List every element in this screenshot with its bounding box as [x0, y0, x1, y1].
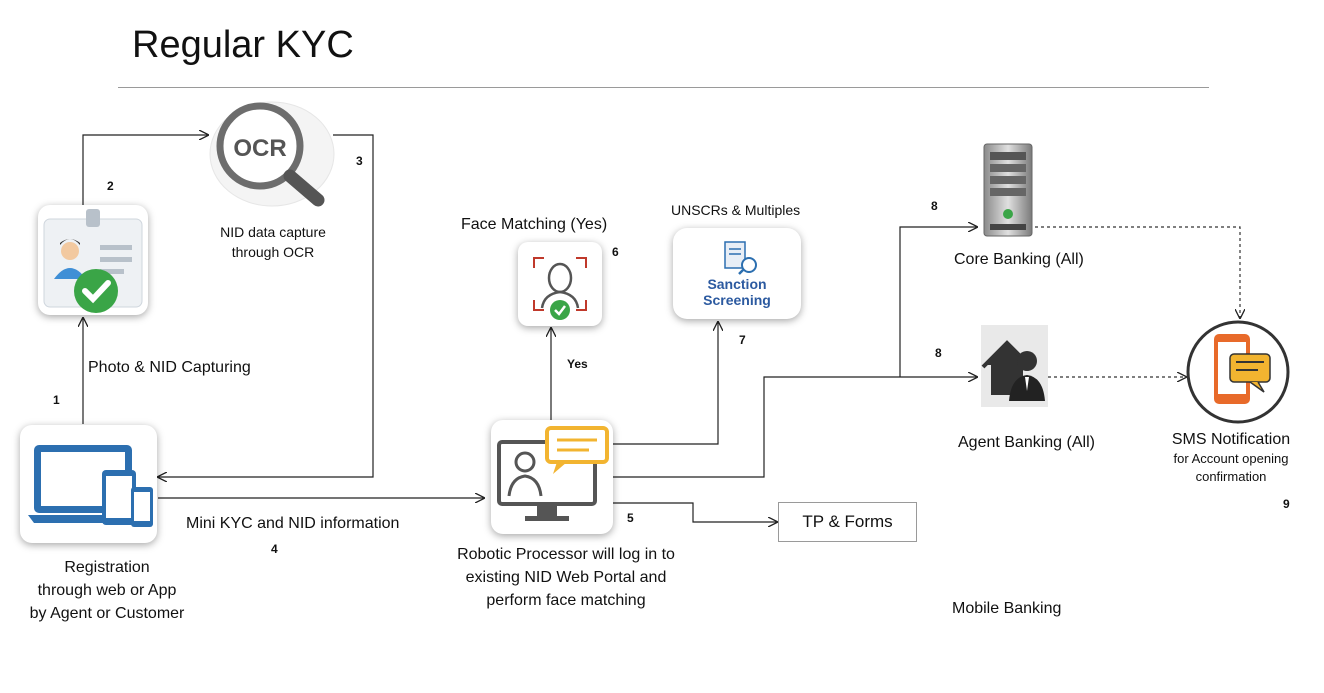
robotic-line1: Robotic Processor will log in to	[457, 546, 675, 563]
agent-banking-node	[981, 325, 1048, 407]
sms-notification-node	[1186, 320, 1290, 424]
title-divider	[118, 87, 1209, 88]
face-matching-node	[518, 242, 602, 326]
edge-photo-ocr	[82, 135, 208, 205]
edge-robotic-sanction	[613, 322, 718, 445]
edge-to-core-banking	[899, 227, 977, 377]
step-8-core: 8	[931, 199, 938, 213]
document-search-icon	[724, 241, 757, 275]
agent-banking-label: Agent Banking (All)	[958, 434, 1095, 451]
edge-ocr-registration	[158, 134, 374, 477]
face-matching-label: Face Matching (Yes)	[461, 216, 608, 233]
step-4: 4	[271, 542, 278, 556]
photo-nid-label: Photo & NID Capturing	[88, 359, 251, 376]
sms-line2: for Account opening	[1173, 451, 1289, 466]
robotic-line2: existing NID Web Portal and	[465, 569, 667, 586]
mini-kyc-edge-label: Mini KYC and NID information	[186, 515, 400, 532]
phone-message-icon	[1186, 320, 1290, 424]
page-title: Regular KYC	[132, 24, 354, 66]
ocr-label: NID data capture through OCR	[198, 222, 348, 262]
edge-robotic-tp	[607, 502, 777, 522]
sms-line1: SMS Notification	[1171, 431, 1291, 448]
sanction-line2: Screening	[703, 292, 771, 308]
agent-house-icon	[981, 340, 1045, 401]
tp-forms-box: TP & Forms	[778, 502, 917, 542]
server-icon	[983, 143, 1033, 237]
core-banking-label: Core Banking (All)	[954, 251, 1084, 268]
registration-line3: by Agent or Customer	[29, 605, 185, 622]
step-6: 6	[612, 245, 619, 259]
step-8-agent: 8	[935, 346, 942, 360]
mobile-banking-label: Mobile Banking	[952, 600, 1062, 617]
edge-core-sms	[1035, 226, 1240, 318]
registration-label: Registration through web or App by Agent…	[12, 556, 202, 625]
edge-robotic-banking	[613, 377, 977, 478]
ocr-icon-text: OCR	[233, 135, 286, 162]
photo-nid-node	[38, 205, 148, 315]
registration-line2: through web or App	[37, 582, 177, 599]
sms-line3: confirmation	[1195, 469, 1267, 484]
ocr-line1: NID data capture	[220, 224, 326, 240]
ocr-line2: through OCR	[231, 244, 315, 260]
sanction-screening-node: Sanction Screening	[673, 228, 801, 319]
sanction-text: Sanction Screening	[673, 276, 801, 308]
ocr-magnifier-icon: OCR	[209, 101, 335, 207]
id-card-check-icon	[43, 209, 143, 313]
step-2: 2	[107, 179, 114, 193]
face-scan-icon	[533, 257, 587, 320]
step-9: 9	[1283, 497, 1290, 511]
registration-node	[20, 425, 157, 543]
sanction-line1: Sanction	[707, 276, 767, 292]
ocr-node: OCR	[208, 100, 336, 215]
core-banking-node	[980, 142, 1036, 238]
robotic-label: Robotic Processor will log in to existin…	[436, 543, 696, 612]
monitor-chat-icon	[497, 426, 609, 521]
step-5: 5	[627, 511, 634, 525]
registration-line1: Registration	[64, 559, 150, 576]
robotic-line3: perform face matching	[486, 592, 646, 609]
sanction-caption: UNSCRs & Multiples	[671, 202, 801, 218]
step-3: 3	[356, 154, 363, 168]
sms-label: SMS Notification for Account opening con…	[1140, 430, 1322, 486]
yes-edge-label: Yes	[567, 357, 588, 371]
step-7: 7	[739, 333, 746, 347]
robotic-processor-node	[491, 420, 613, 534]
step-1: 1	[53, 393, 60, 407]
devices-icon	[28, 445, 153, 527]
